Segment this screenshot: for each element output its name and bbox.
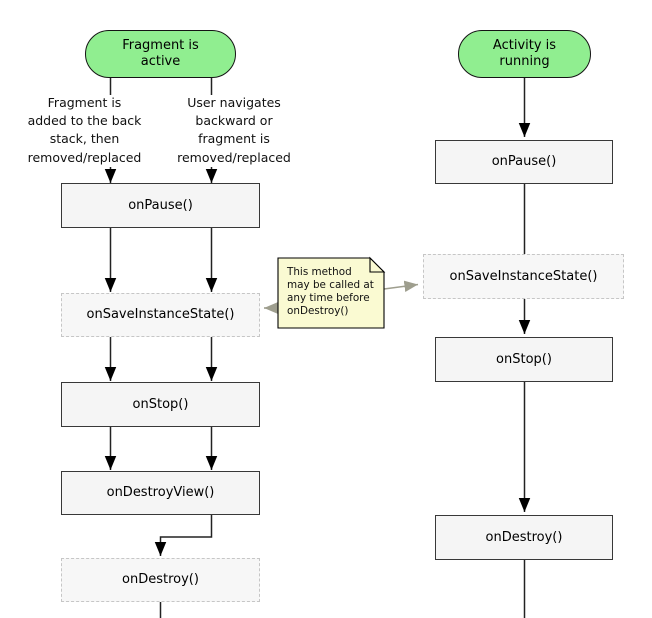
node-fragment-ondestroy: onDestroy() (61, 558, 260, 602)
node-label: onPause() (128, 197, 193, 213)
node-label: onPause() (491, 154, 557, 169)
node-activity-ondestroy: onDestroy() (435, 515, 613, 560)
node-activity-onsaveinstancestate: onSaveInstanceState() (423, 254, 624, 299)
node-fragment-active: Fragment is active (85, 30, 236, 78)
note-arrow-right (383, 280, 419, 292)
node-label: Activity is running (492, 38, 557, 69)
note-text: This method may be called at any time be… (287, 266, 374, 317)
note-fold-icon (369, 256, 386, 273)
node-label: onDestroyView() (106, 485, 215, 500)
node-fragment-onsaveinstancestate: onSaveInstanceState() (61, 293, 260, 337)
node-activity-onstop: onStop() (435, 337, 613, 382)
node-activity-onpause: onPause() (435, 140, 613, 184)
node-label: onStop() (132, 396, 189, 412)
node-label: onStop() (496, 351, 552, 367)
node-label: Fragment is active (122, 38, 199, 69)
node-fragment-ondestroyview: onDestroyView() (61, 471, 260, 515)
node-fragment-onstop: onStop() (61, 382, 260, 427)
node-activity-running: Activity is running (458, 30, 591, 78)
node-label: onDestroy() (485, 529, 563, 545)
node-label: onSaveInstanceState() (449, 268, 598, 284)
cause-back-stack-label: Fragment is added to the back stack, the… (27, 95, 142, 165)
node-label: onSaveInstanceState() (86, 307, 235, 322)
cause-navigate-back-label: User navigates backward or fragment is r… (177, 95, 291, 165)
arrow-connector (154, 515, 213, 556)
node-label: onDestroy() (122, 572, 199, 587)
node-fragment-onpause: onPause() (61, 183, 260, 228)
note-shape (277, 256, 386, 329)
